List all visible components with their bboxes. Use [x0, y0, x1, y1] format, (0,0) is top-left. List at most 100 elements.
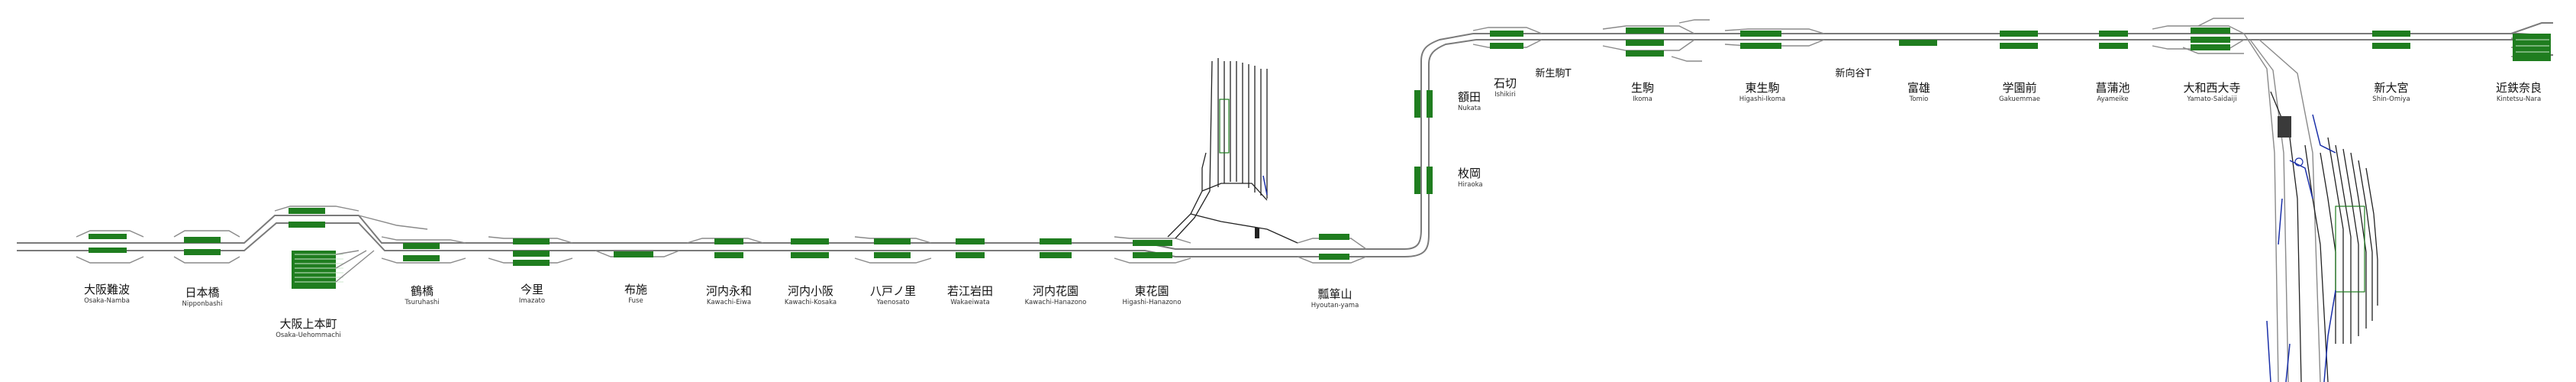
platform-ikoma: [1626, 40, 1664, 46]
platform-gakuemmae: [2000, 31, 2038, 37]
platform-tsuruhashi: [403, 255, 440, 261]
platform-nipponbashi: [184, 237, 221, 243]
station-romaji-fuse: Fuse: [628, 297, 643, 305]
station-romaji-shin-omiya: Shin-Omiya: [2372, 96, 2410, 103]
signal-point-label: 新向谷T: [1836, 67, 1872, 79]
station-name-hiraoka: 枚岡: [1458, 167, 1481, 180]
platform-hiraoka: [1414, 167, 1420, 194]
platform-fuse: [614, 251, 653, 257]
platform-yamato-saidaiji: [2191, 44, 2230, 50]
platform-ikoma: [1626, 28, 1664, 34]
platform-ishikiri: [1490, 43, 1523, 49]
platform-ishikiri: [1490, 31, 1523, 37]
station-name-higashi-ikoma: 東生駒: [1745, 81, 1779, 95]
yamato-saidaiji-yard: [2243, 33, 2378, 382]
platform-kawachi-kosaka: [791, 238, 829, 244]
higashi-hanazono-yard: [1167, 58, 1298, 244]
platform-higashi-hanazono: [1133, 240, 1172, 246]
platform-wakaeiwata: [956, 252, 985, 258]
platform-ayameike: [2099, 43, 2128, 49]
station-platforms: [89, 28, 2551, 266]
platform-osaka-namba: [89, 248, 127, 253]
station-romaji-hyotan-yama: Hyoutan-yama: [1311, 302, 1359, 309]
station-romaji-imazato: Imazato: [519, 297, 545, 305]
main-line-tracks: [17, 22, 2553, 257]
station-name-ayameike: 菖蒲池: [2095, 81, 2129, 95]
station-name-higashi-hanazono: 東花園: [1134, 284, 1169, 298]
signal-point-label: 新生駒T: [1536, 67, 1572, 79]
station-name-kawachi-eiwa: 河内永和: [706, 284, 752, 298]
platform-kawachi-hanazono: [1040, 238, 1072, 244]
platform-shin-omiya: [2372, 43, 2410, 49]
platform-ikoma: [1626, 50, 1664, 57]
platform-tomio: [1899, 40, 1937, 46]
platform-hiraoka: [1427, 167, 1433, 194]
platform-imazato: [513, 260, 550, 266]
station-name-tomio: 富雄: [1907, 81, 1930, 95]
platform-imazato: [513, 251, 550, 257]
platform-yamato-saidaiji: [2191, 28, 2230, 34]
station-romaji-tomio: Tomio: [1909, 96, 1929, 103]
station-name-yamato-saidaiji: 大和西大寺: [2183, 81, 2240, 95]
station-romaji-kawachi-kosaka: Kawachi-Kosaka: [785, 299, 837, 306]
platform-nukata: [1427, 90, 1433, 118]
platform-gakuemmae: [2000, 43, 2038, 49]
station-name-ikoma: 生駒: [1631, 81, 1654, 95]
platform-higashi-ikoma: [1740, 31, 1781, 37]
platform-kawachi-eiwa: [714, 238, 743, 244]
station-name-tsuruhashi: 鶴橋: [411, 284, 434, 298]
platform-ayameike: [2099, 31, 2128, 37]
station-name-nipponbashi: 日本橋: [185, 286, 219, 299]
station-name-fuse: 布施: [624, 283, 647, 296]
station-romaji-ayameike: Ayameike: [2097, 96, 2128, 103]
station-name-osaka-uehommachi: 大阪上本町: [279, 317, 337, 331]
station-name-nukata: 額田: [1458, 90, 1481, 104]
station-romaji-ikoma: Ikoma: [1633, 96, 1652, 103]
station-romaji-nukata: Nukata: [1458, 105, 1481, 112]
platform-yamato-saidaiji: [2191, 37, 2230, 43]
platform-kawachi-hanazono: [1040, 252, 1072, 258]
platform-yaenosato: [874, 238, 911, 244]
platform-imazato: [513, 238, 550, 244]
station-romaji-kawachi-eiwa: Kawachi-Eiwa: [707, 299, 751, 306]
station-romaji-kawachi-hanazono: Kawachi-Hanazono: [1025, 299, 1087, 306]
platform-higashi-hanazono: [1133, 252, 1172, 258]
station-name-kawachi-hanazono: 河内花園: [1033, 284, 1078, 298]
platform-kintetsu-nara: [2513, 34, 2551, 61]
station-name-shin-omiya: 新大宮: [2374, 81, 2408, 95]
osaka-uehommachi-terminal: [292, 250, 375, 289]
station-name-ishikiri: 石切: [1494, 76, 1517, 90]
station-romaji-tsuruhashi: Tsuruhashi: [404, 299, 439, 306]
station-romaji-nipponbashi: Nipponbashi: [182, 300, 223, 308]
station-romaji-hiraoka: Hiraoka: [1458, 181, 1483, 189]
platform-kawachi-kosaka: [791, 252, 829, 258]
platform-hyotan-yama: [1319, 234, 1349, 240]
station-romaji-kintetsu-nara: Kintetsu-Nara: [2497, 96, 2541, 103]
station-name-kawachi-kosaka: 河内小阪: [788, 284, 833, 298]
station-name-imazato: 今里: [521, 283, 543, 296]
station-name-yaenosato: 八戸ノ里: [870, 284, 916, 298]
platform-osaka-uehommachi: [289, 208, 325, 214]
platform-nipponbashi: [184, 249, 221, 255]
station-romaji-higashi-ikoma: Higashi-Ikoma: [1739, 96, 1785, 103]
platform-nukata: [1414, 90, 1420, 118]
platform-higashi-ikoma: [1740, 43, 1781, 49]
station-romaji-higashi-hanazono: Higashi-Hanazono: [1122, 299, 1181, 306]
station-romaji-ishikiri: Ishikiri: [1494, 91, 1516, 99]
station-romaji-osaka-namba: Osaka-Namba: [84, 297, 130, 305]
platform-kawachi-eiwa: [714, 252, 743, 258]
station-romaji-yamato-saidaiji: Yamato-Saidaiji: [2186, 96, 2236, 103]
platform-tsuruhashi: [403, 243, 440, 249]
station-name-hyotan-yama: 瓢箪山: [1317, 287, 1352, 301]
platform-osaka-uehommachi: [289, 222, 325, 228]
station-name-gakuemmae: 学園前: [2002, 81, 2036, 95]
platform-shin-omiya: [2372, 31, 2410, 37]
platform-hyotan-yama: [1319, 254, 1349, 260]
platform-yaenosato: [874, 252, 911, 258]
station-name-osaka-namba: 大阪難波: [84, 283, 130, 296]
station-romaji-gakuemmae: Gakuemmae: [1999, 96, 2040, 103]
station-romaji-osaka-uehommachi: Osaka-Uehommachi: [276, 332, 341, 339]
platform-wakaeiwata: [956, 238, 985, 244]
